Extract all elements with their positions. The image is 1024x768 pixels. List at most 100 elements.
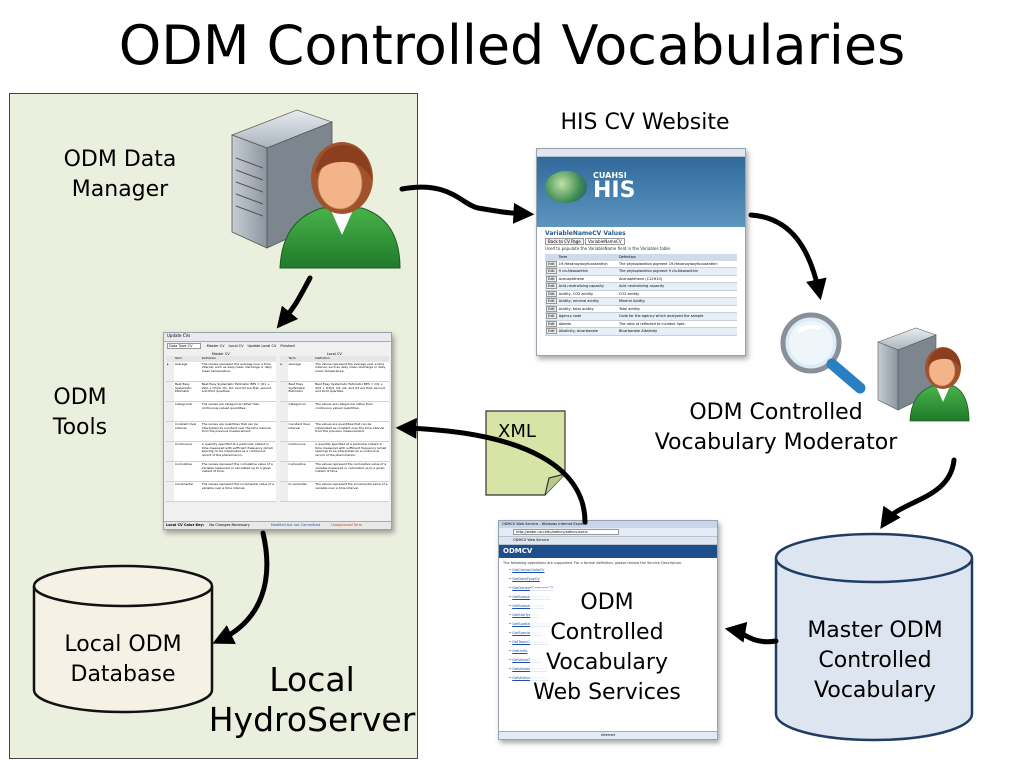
his-cv-website-screenshot: CUAHSI HIS VariableNameCV Values Back to… xyxy=(536,148,746,356)
cv-definition-cell: CO2 acidity xyxy=(618,291,640,296)
edit-button[interactable]: Edit xyxy=(546,290,557,297)
browser-tab-bar xyxy=(537,149,745,157)
operation-link[interactable]: GetVariableNameCV xyxy=(512,667,548,671)
edit-button[interactable]: Edit xyxy=(546,268,557,274)
operation-item: • GetValueTypeCV xyxy=(509,658,541,662)
services-intro: The following operations are supported. … xyxy=(503,561,683,565)
xml-label: XML xyxy=(498,421,536,442)
web-services-label-backdrop xyxy=(530,588,684,710)
ie-status-bar: Internet xyxy=(499,731,717,739)
operation-item: • GetUnits xyxy=(509,649,528,653)
cv-intro: Used to populate the VariableName field … xyxy=(545,246,672,251)
operation-link[interactable]: GetSiteTypeCV xyxy=(512,613,539,617)
his-banner: CUAHSI HIS xyxy=(537,157,745,227)
data-manager-label-line1: ODM Data xyxy=(63,147,177,172)
cv-type-dropdown[interactable]: Data Type CV xyxy=(167,343,202,349)
tools-definition-cell: A quantity specified at a particular ins… xyxy=(315,442,387,457)
master-cv-label-line1: Master ODM xyxy=(807,618,943,643)
edit-button[interactable]: Edit xyxy=(546,298,557,304)
edit-button[interactable]: Edit xyxy=(546,305,557,312)
cv-term-cell: Alkalinity, bicarbonate xyxy=(558,329,599,333)
local-odm-database-cylinder xyxy=(32,564,214,714)
local-hydroserver-label: Local HydroServer xyxy=(200,660,424,740)
local-hydroserver-label-line2: HydroServer xyxy=(208,700,416,739)
tools-definition-cell: A quantity specified at a particular ins… xyxy=(201,442,273,457)
cv-definition-cell: The phytoplankton pigment 9 cis-Neoxanth… xyxy=(618,269,699,273)
operation-item: • GetVariableNameCV xyxy=(509,667,713,676)
edit-button[interactable]: Edit xyxy=(546,275,557,282)
master-cv-label-line2: Controlled xyxy=(818,648,932,673)
cv-term-cell: Acidity, total acidity xyxy=(558,306,594,311)
his-cv-website-label: HIS CV Website xyxy=(560,110,730,135)
local-col-definition: Definition xyxy=(315,356,330,360)
data-manager-server-person-icon xyxy=(230,109,401,269)
moderator-label: ODM Controlled Vocabulary Moderator xyxy=(636,398,916,458)
back-to-cv-button[interactable]: Back to CV Page xyxy=(545,238,584,245)
tools-definition-cell: The values represent the incremental val… xyxy=(201,482,274,490)
local-db-label: Local ODM Database xyxy=(42,630,204,690)
cv-col-definition: Definition xyxy=(618,255,636,259)
his-brand-small: CUAHSI xyxy=(593,171,627,180)
edit-button[interactable]: Edit xyxy=(546,328,557,334)
cv-table-header: Term Definition xyxy=(545,254,737,261)
toolbar-button[interactable]: Update Local CV xyxy=(247,344,277,348)
edit-button[interactable]: Edit xyxy=(546,320,557,327)
his-globe-icon xyxy=(545,171,587,203)
magnifier-icon xyxy=(780,312,866,394)
tools-table-row[interactable]: Continuous A quantity specified at a part… xyxy=(166,441,276,462)
web-services-label-line2: Controlled xyxy=(550,620,664,645)
operation-link[interactable]: GetDataTypeCV xyxy=(512,577,540,581)
operation-link[interactable]: GetValueTypeCV xyxy=(512,658,541,662)
odm-tools-label-line1: ODM xyxy=(53,385,107,410)
cv-term-cell: Acidity, CO2 acidity xyxy=(558,291,594,296)
toolbar-button[interactable]: Local CV xyxy=(228,344,244,348)
operation-item: • GetSiteTypeCV xyxy=(509,613,539,617)
operation-item: • GetSampleTypeCV xyxy=(509,604,545,608)
edit-button[interactable]: Edit xyxy=(546,283,557,289)
odmcv-banner: ODMCV xyxy=(499,545,717,558)
web-services-label-line3: Vocabulary xyxy=(546,650,668,675)
ie-address-input[interactable]: http://water.usu.edu/odmcv/odmcv.asmx xyxy=(513,529,619,535)
data-manager-label: ODM Data Manager xyxy=(40,145,200,205)
moderator-label-line2: Vocabulary Moderator xyxy=(654,430,898,455)
tools-term-cell: Average xyxy=(288,361,301,366)
odm-tools-label: ODM Tools xyxy=(30,383,130,443)
ie-tab[interactable]: ODMCV Web Service xyxy=(513,538,550,542)
cv-select[interactable]: VariableNameCV xyxy=(585,238,625,245)
tools-term-cell: Best Easy Systematic Estimator xyxy=(175,382,192,394)
arrow-website-to-moderator xyxy=(748,212,827,301)
operation-link[interactable]: GetCensorCodeCV xyxy=(512,568,545,572)
tools-table-row[interactable]: Continuous A quantity specified at a part… xyxy=(279,441,389,462)
arrow-master-to-services xyxy=(724,621,779,645)
web-services-label-line1: ODM xyxy=(580,590,634,615)
cv-term-cell: Albedo xyxy=(558,321,571,326)
edit-button[interactable]: Edit xyxy=(546,260,557,267)
his-brand-big: HIS xyxy=(593,178,636,203)
operation-link[interactable]: GetSampleTypeCV xyxy=(512,604,545,608)
tools-term-cell: Continuous xyxy=(175,442,192,447)
tools-definition-cell: The values represent the incremental val… xyxy=(315,482,388,490)
tools-term-cell: Constant Over Interval xyxy=(288,422,311,430)
operation-link[interactable]: GetUnits xyxy=(512,649,528,653)
toolbar-button[interactable]: Master CV xyxy=(206,344,225,348)
tools-term-cell: Continuous xyxy=(288,442,306,447)
operation-link[interactable]: GetSpeciationCV xyxy=(512,631,542,635)
edit-button[interactable]: Edit xyxy=(546,313,557,319)
toolbar-button[interactable]: Finished xyxy=(280,344,295,348)
